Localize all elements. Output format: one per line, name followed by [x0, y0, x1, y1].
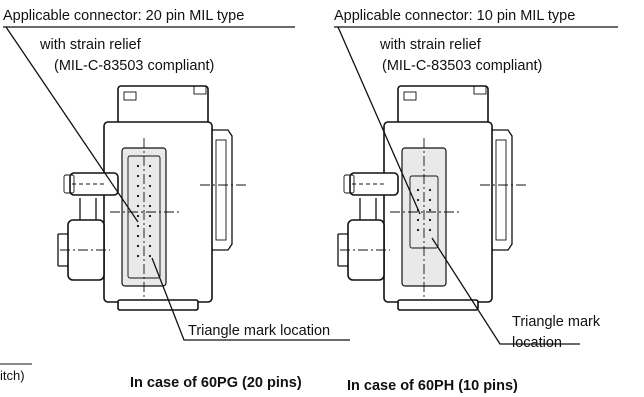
left-mil-compliant-label: (MIL-C-83503 compliant)	[54, 58, 214, 74]
left-connector-label: Applicable connector: 20 pin MIL type	[3, 8, 244, 24]
right-connector-label: Applicable connector: 10 pin MIL type	[334, 8, 575, 24]
left-connector-leader	[5, 26, 139, 223]
left-triangle-label: Triangle mark location	[188, 323, 330, 339]
left-valve-body	[57, 85, 248, 311]
left-panel-60pg: Applicable connector: 20 pin MIL type wi…	[3, 8, 350, 391]
right-triangle-label-line2: location	[512, 335, 562, 351]
left-caption: In case of 60PG (20 pins)	[130, 375, 302, 391]
right-caption: In case of 60PH (10 pins)	[347, 378, 518, 394]
left-pin-array	[136, 164, 152, 258]
right-strain-relief-label: with strain relief	[379, 37, 482, 53]
right-connector-leader	[337, 26, 421, 215]
right-panel-60ph: Applicable connector: 10 pin MIL type wi…	[334, 8, 618, 394]
left-strain-relief-label: with strain relief	[39, 37, 142, 53]
right-pin-array	[416, 188, 432, 232]
right-triangle-leader	[431, 237, 580, 345]
right-mil-compliant-label: (MIL-C-83503 compliant)	[382, 58, 542, 74]
edge-fragment-text: itch)	[0, 368, 25, 383]
right-triangle-label-line1: Triangle mark	[512, 314, 601, 330]
left-triangle-leader	[151, 257, 350, 341]
right-valve-body	[337, 85, 528, 311]
